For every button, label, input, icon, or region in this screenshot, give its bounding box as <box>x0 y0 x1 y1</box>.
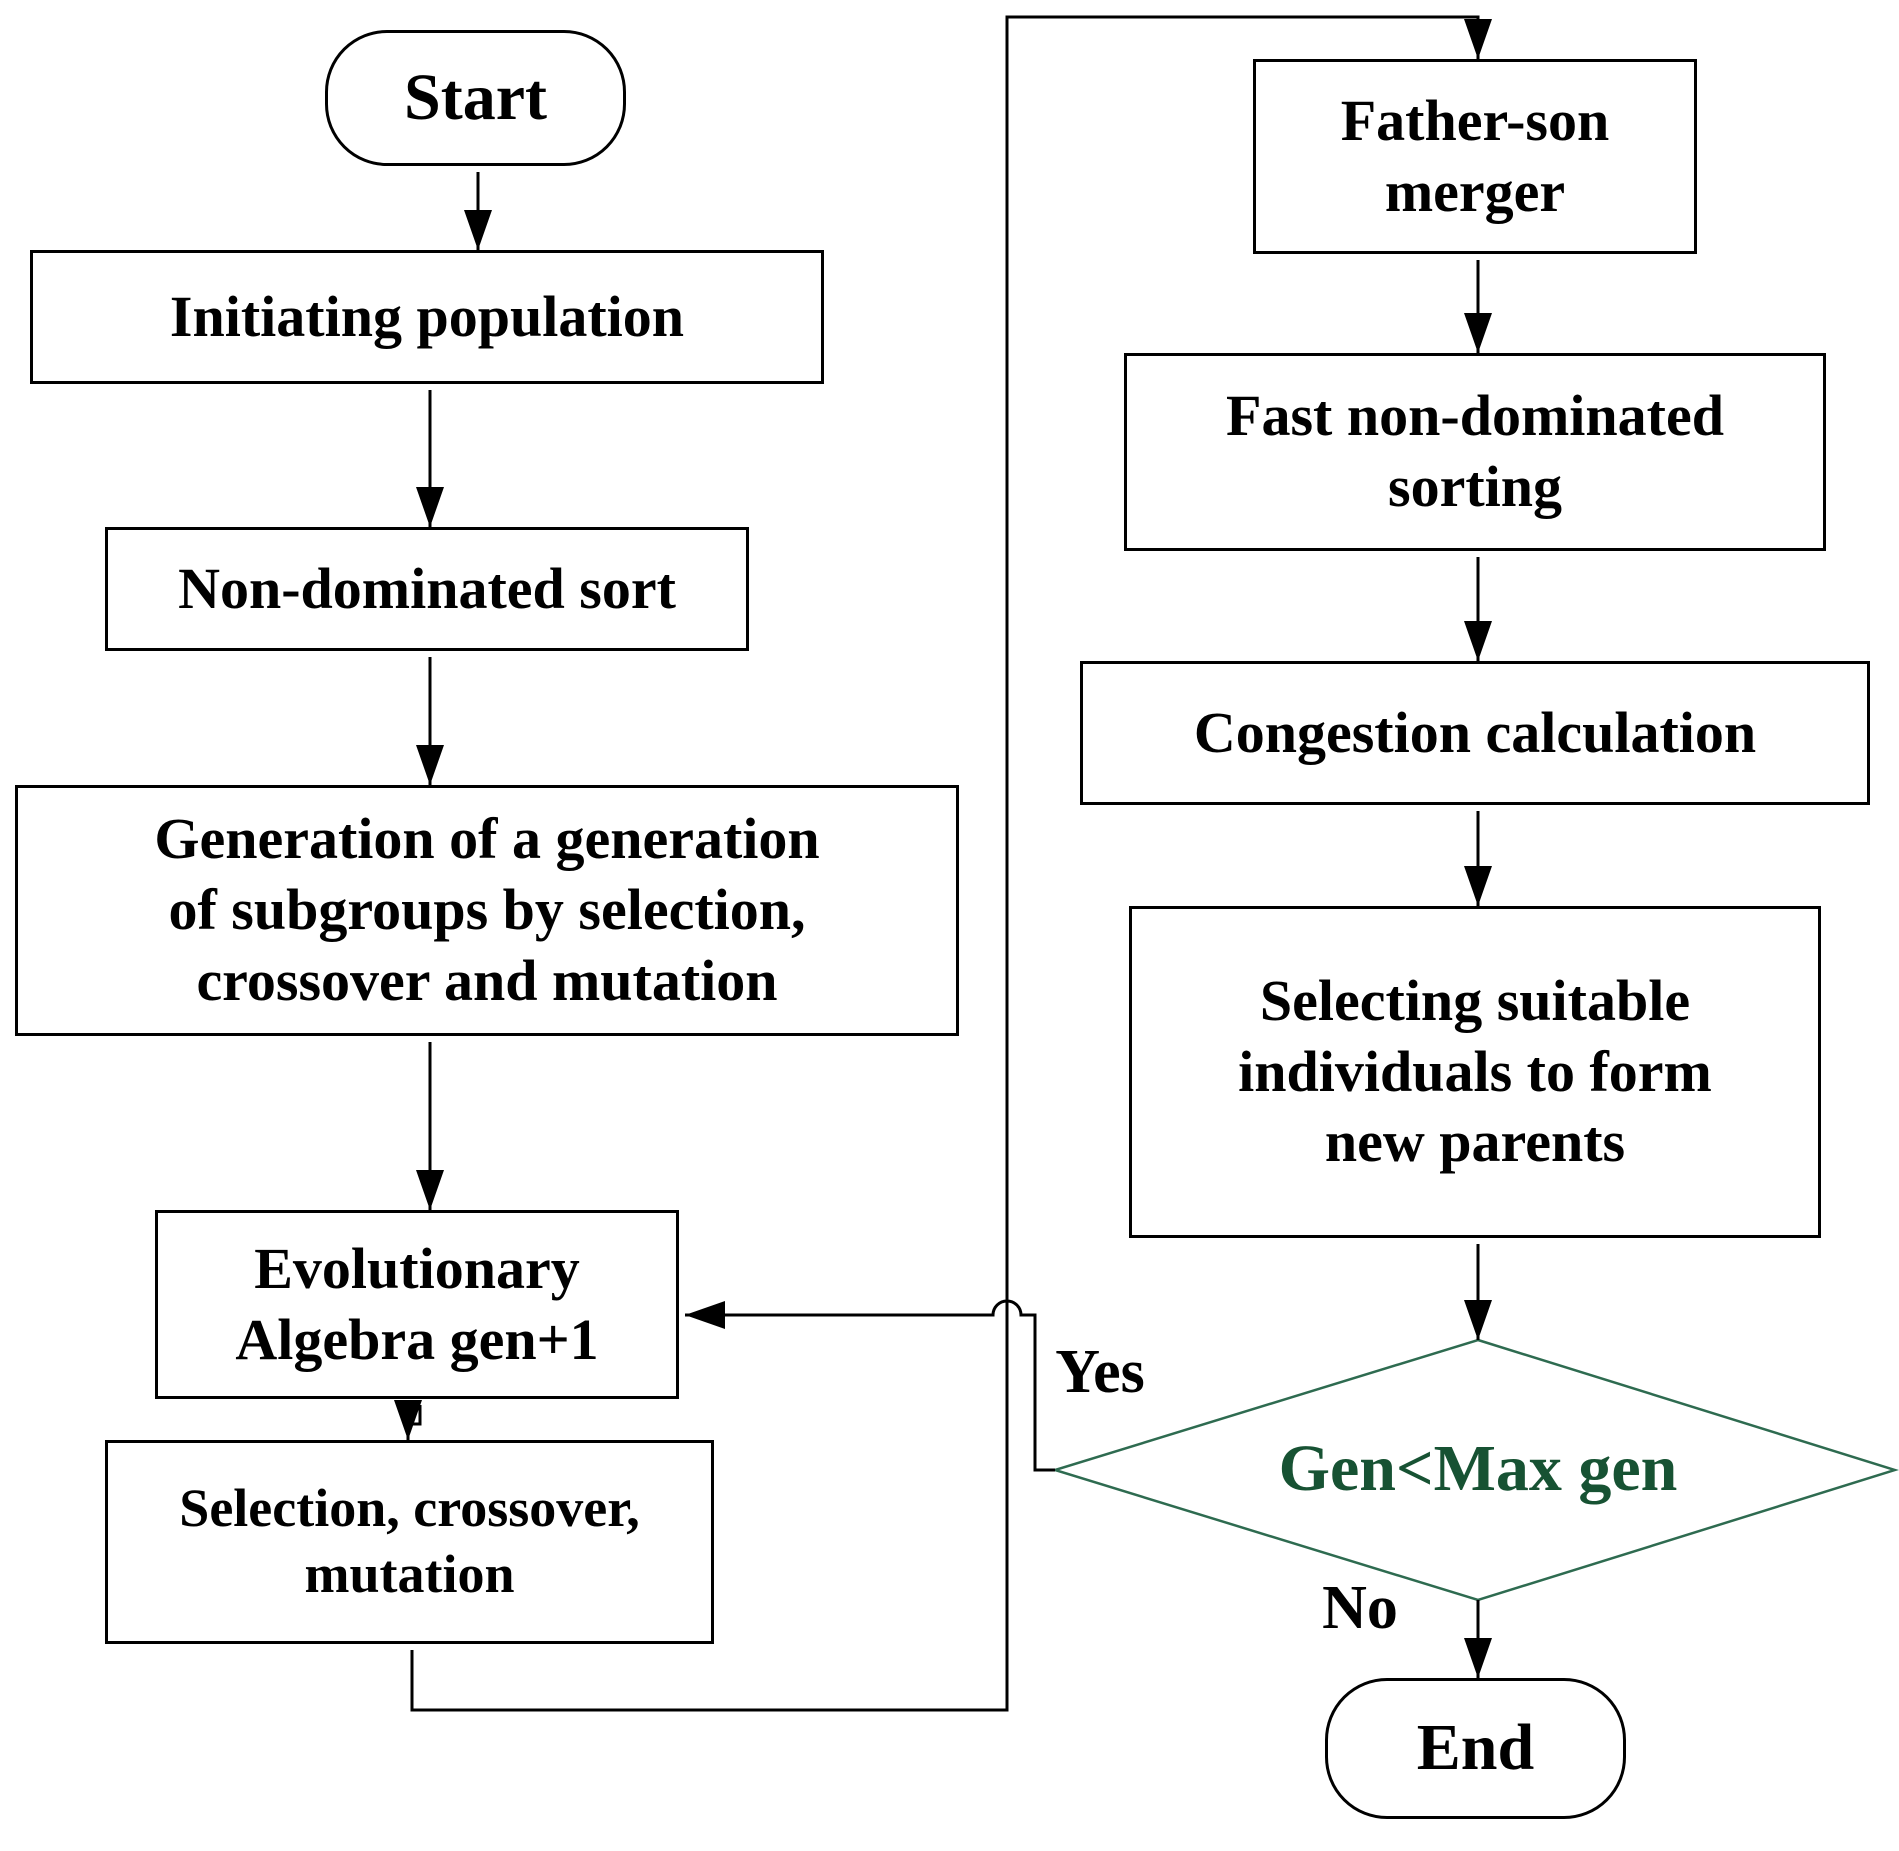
fast-sorting-line-1: Fast non-dominated <box>1226 383 1724 449</box>
node-congestion-calculation: Congestion calculation <box>1080 661 1870 805</box>
evolutionary-line-1: Evolutionary <box>254 1235 580 1301</box>
node-start-label: Start <box>404 60 547 134</box>
evolutionary-line-2: Algebra gen+1 <box>235 1306 599 1372</box>
node-fast-non-dominated-sorting: Fast non-dominated sorting <box>1124 353 1826 551</box>
node-generation-of-subgroups: Generation of a generation of subgroups … <box>15 785 959 1036</box>
node-end-label: End <box>1416 1711 1535 1785</box>
decision-gen-max-gen: Gen<Max gen <box>1105 1436 1851 1502</box>
generation-line-3: crossover and mutation <box>196 947 778 1013</box>
label-no: No <box>1295 1574 1425 1642</box>
decision-label: Gen<Max gen <box>1278 1432 1678 1505</box>
selecting-line-2: individuals to form <box>1238 1038 1712 1104</box>
fast-sorting-line-2: sorting <box>1388 454 1562 519</box>
selecting-line-1: Selecting suitable <box>1259 967 1691 1033</box>
selection-line-2: mutation <box>304 1544 515 1604</box>
congestion-label: Congestion calculation <box>1193 699 1757 765</box>
generation-line-2: of subgroups by selection, <box>168 877 806 943</box>
label-no-text: No <box>1322 1574 1398 1642</box>
arrow-evolutionary-to-selection <box>394 1400 422 1440</box>
father-son-line-1: Father-son <box>1340 87 1610 153</box>
node-selection-crossover-mutation: Selection, crossover, mutation <box>105 1440 714 1644</box>
label-yes-text: Yes <box>1055 1338 1145 1406</box>
node-evolutionary-algebra: Evolutionary Algebra gen+1 <box>155 1210 679 1399</box>
node-selecting-new-parents: Selecting suitable individuals to form n… <box>1129 906 1821 1238</box>
father-son-line-2: merger <box>1384 158 1566 224</box>
node-start: Start <box>325 30 626 166</box>
node-end: End <box>1325 1678 1626 1819</box>
node-initiating-population-label: Initiating population <box>169 283 685 349</box>
label-yes: Yes <box>1040 1338 1160 1406</box>
node-non-dominated-sort: Non-dominated sort <box>105 527 749 651</box>
node-initiating-population: Initiating population <box>30 250 824 384</box>
node-father-son-merger: Father-son merger <box>1253 59 1697 254</box>
arrow-yes-to-evolutionary <box>685 1299 1055 1472</box>
generation-line-1: Generation of a generation <box>154 806 820 872</box>
selecting-line-3: new parents <box>1324 1109 1626 1175</box>
node-non-dominated-sort-label: Non-dominated sort <box>178 555 676 621</box>
loop-selection-to-father-son <box>410 15 1492 1712</box>
selection-line-1: Selection, crossover, <box>179 1478 640 1539</box>
